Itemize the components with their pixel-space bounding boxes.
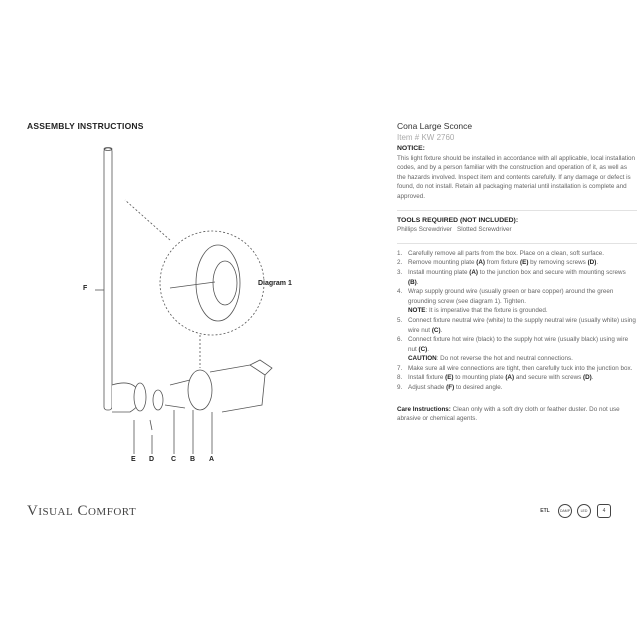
step-body: Remove mounting plate (A) from fixture (… bbox=[408, 258, 598, 268]
step-text: Connect fixture hot wire (black) to the … bbox=[408, 336, 629, 353]
step-note: CAUTION: Do not reverse the hot and neut… bbox=[408, 354, 637, 364]
step-item: 8. Install fixture (E) to mounting plate … bbox=[397, 373, 637, 383]
part-ref: (A) bbox=[476, 259, 486, 267]
step-text: : Do not reverse the hot and neutral con… bbox=[436, 355, 573, 363]
step-text: Carefully remove all parts from the box.… bbox=[408, 249, 604, 257]
mounting-plate bbox=[187, 369, 213, 411]
step-item: 5. Connect fixture neutral wire (white) t… bbox=[397, 316, 637, 335]
tool-item: Phillips Screwdriver bbox=[397, 226, 452, 234]
part-ref: (C) bbox=[431, 326, 441, 334]
part-ref: (B) bbox=[408, 278, 417, 286]
part-ref: (A) bbox=[505, 374, 515, 382]
step-item: 7. Make sure all wire connections are tig… bbox=[397, 364, 637, 374]
part-ref: (C) bbox=[418, 345, 428, 353]
step-number: 1. bbox=[397, 249, 403, 257]
step-text: . bbox=[596, 259, 599, 267]
step-body: Carefully remove all parts from the box.… bbox=[408, 249, 604, 259]
step-text: Remove mounting plate bbox=[408, 259, 477, 267]
part-ref: (F) bbox=[446, 384, 455, 392]
tool-item: Slotted Screwdriver bbox=[457, 226, 512, 234]
etl-badge: ETL bbox=[540, 508, 550, 514]
led-badge: LED bbox=[577, 504, 591, 518]
label-b: B bbox=[190, 456, 196, 463]
diagram-1-circle bbox=[159, 230, 265, 336]
part-ref: (E) bbox=[445, 374, 454, 382]
tools-heading: TOOLS REQUIRED (NOT INCLUDED): bbox=[397, 216, 519, 224]
item-number: Item # KW 2760 bbox=[397, 133, 455, 142]
label-d: D bbox=[149, 456, 155, 463]
step-number: 6. bbox=[397, 336, 403, 344]
step-text: to desired angle. bbox=[454, 384, 503, 392]
step-text: Install mounting plate bbox=[408, 268, 470, 276]
step-body: Wrap supply ground wire (usually green o… bbox=[408, 287, 637, 316]
step-body: Install mounting plate (A) to the juncti… bbox=[408, 268, 637, 287]
assembly-title: ASSEMBLY INSTRUCTIONS bbox=[27, 121, 144, 131]
step-body: Make sure all wire connections are tight… bbox=[408, 364, 632, 374]
step-text: Connect fixture neutral wire (white) to … bbox=[408, 316, 636, 334]
step-number: 4. bbox=[397, 288, 403, 296]
diagram-1-label: Diagram 1 bbox=[258, 280, 292, 287]
step-number: 2. bbox=[397, 259, 403, 267]
step-text: by removing screws bbox=[528, 259, 588, 267]
label-c: C bbox=[171, 456, 177, 463]
part-ref: (E) bbox=[520, 259, 529, 267]
step-body: Connect fixture neutral wire (white) to … bbox=[408, 316, 637, 335]
step-text: . bbox=[416, 278, 419, 286]
part-ref: (D) bbox=[587, 259, 597, 267]
shade-rod bbox=[103, 147, 113, 411]
step-number: 3. bbox=[397, 268, 403, 276]
step-text: : It is imperative that the fixture is g… bbox=[425, 307, 548, 315]
product-name: Cona Large Sconce bbox=[397, 121, 473, 131]
step-number: 5. bbox=[397, 316, 403, 324]
step-text: Make sure all wire connections are tight… bbox=[408, 364, 633, 372]
step-text: . bbox=[440, 326, 443, 334]
part-ref: (A) bbox=[469, 268, 479, 276]
part-ref: NOTE bbox=[408, 307, 426, 315]
step-item: 4. Wrap supply ground wire (usually green… bbox=[397, 287, 637, 316]
count-badge: 4 bbox=[597, 504, 611, 518]
care-instructions: Care Instructions: Clean only with a sof… bbox=[397, 405, 637, 424]
step-item: 1. Carefully remove all parts from the bo… bbox=[397, 249, 637, 259]
step-number: 9. bbox=[397, 384, 403, 392]
step-text: to the junction box and secure with moun… bbox=[478, 268, 626, 276]
step-text: . bbox=[591, 374, 594, 382]
label-a: A bbox=[209, 456, 215, 463]
notice-text: This light fixture should be installed i… bbox=[397, 154, 636, 200]
step-note: NOTE: It is imperative that the fixture … bbox=[408, 306, 637, 316]
part-ref: (D) bbox=[583, 374, 592, 382]
step-text: Install fixture bbox=[408, 374, 446, 382]
brand-logo: Visual Comfort bbox=[27, 503, 137, 519]
label-e: E bbox=[131, 456, 136, 463]
step-item: 2. Remove mounting plate (A) from fixture… bbox=[397, 258, 637, 268]
damp-badge: DAMP bbox=[558, 504, 572, 518]
step-text: to mounting plate bbox=[453, 374, 506, 382]
tools-list: Phillips Screwdriver Slotted Screwdriver bbox=[397, 225, 637, 235]
care-text: Clean only with a soft dry cloth or feat… bbox=[397, 405, 620, 423]
steps-list: 1. Carefully remove all parts from the bo… bbox=[397, 249, 637, 393]
label-f: F bbox=[83, 285, 88, 292]
junction-box bbox=[209, 364, 266, 413]
step-body: Install fixture (E) to mounting plate (A… bbox=[408, 373, 594, 383]
step-item: 9. Adjust shade (F) to desired angle. bbox=[397, 383, 637, 393]
divider bbox=[397, 209, 637, 211]
part-ref: CAUTION bbox=[408, 355, 437, 363]
divider bbox=[397, 242, 637, 244]
step-text: from fixture bbox=[485, 259, 521, 267]
care-label: Care Instructions: bbox=[397, 405, 451, 413]
step-text: . bbox=[427, 345, 430, 353]
step-body: Connect fixture hot wire (black) to the … bbox=[408, 335, 637, 364]
step-item: 3. Install mounting plate (A) to the junc… bbox=[397, 268, 637, 287]
step-body: Adjust shade (F) to desired angle. bbox=[408, 383, 503, 393]
step-text: Wrap supply ground wire (usually green o… bbox=[408, 288, 614, 305]
assembly-diagram bbox=[95, 147, 273, 454]
step-text: and secure with screws bbox=[514, 374, 584, 382]
step-number: 8. bbox=[397, 374, 403, 382]
step-number: 7. bbox=[397, 364, 403, 372]
step-item: 6. Connect fixture hot wire (black) to th… bbox=[397, 335, 637, 364]
step-text: Adjust shade bbox=[408, 384, 447, 392]
notice-heading: NOTICE: bbox=[397, 145, 425, 152]
instructions-column: Cona Large Sconce Item # KW 2760 NOTICE:… bbox=[397, 120, 637, 424]
